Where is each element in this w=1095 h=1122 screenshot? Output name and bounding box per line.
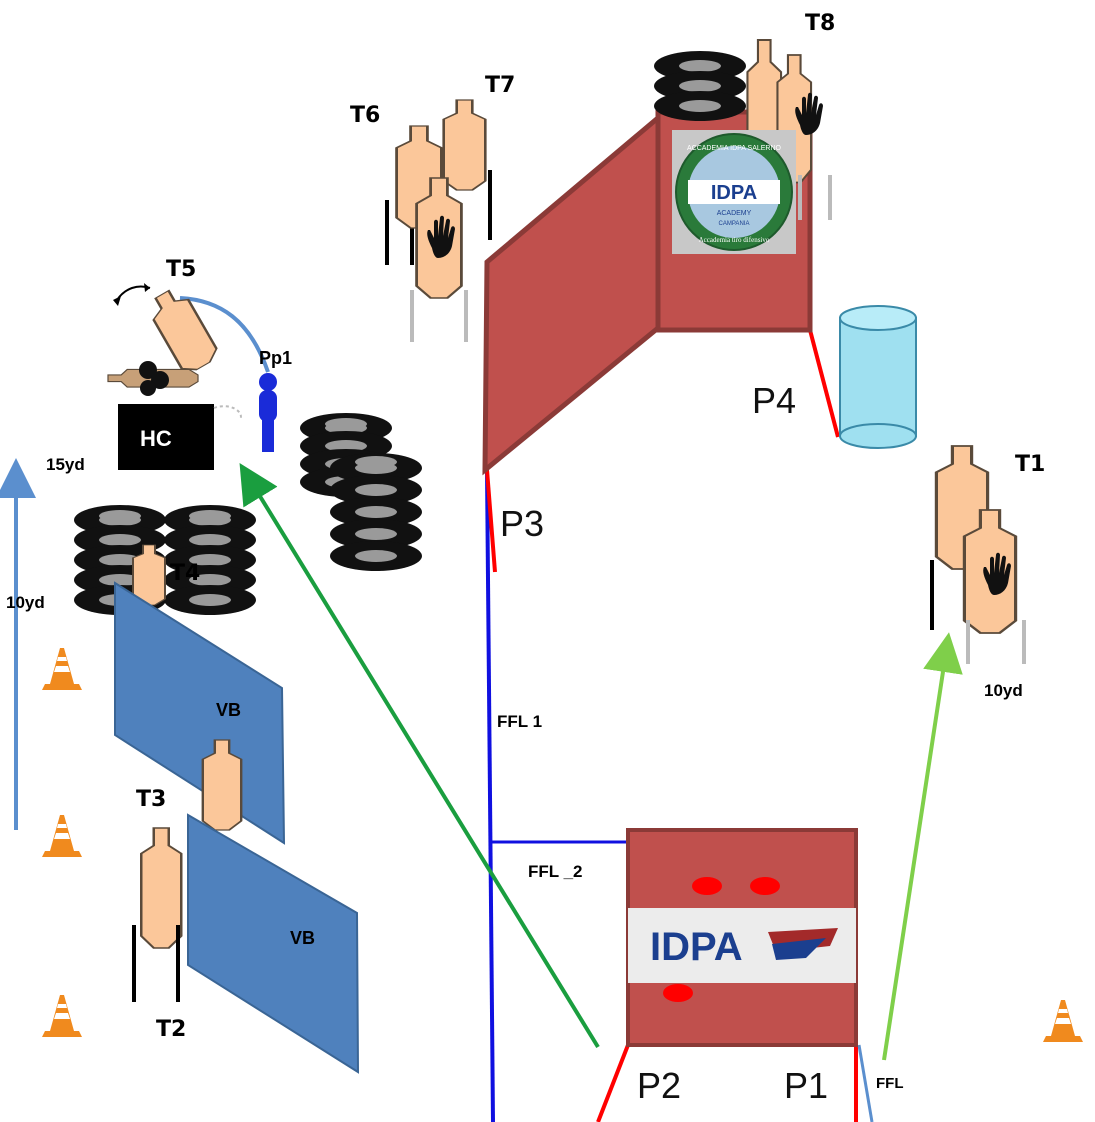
badge-academy-text: ACADEMY bbox=[717, 210, 752, 217]
vision-barrier-lower: VB bbox=[187, 813, 360, 1074]
label-t2: T2 bbox=[156, 1017, 186, 1042]
start-box: IDPA bbox=[626, 828, 858, 1047]
target-t3: T3 bbox=[136, 738, 243, 832]
label-t3: T3 bbox=[136, 787, 166, 812]
fault-lines-red bbox=[485, 329, 858, 1122]
label-hc: HC bbox=[140, 426, 172, 451]
label-vb-upper: VB bbox=[216, 700, 241, 720]
badge-ring-text: ACCADEMIA IDPA SALERNO bbox=[687, 145, 782, 152]
label-p4: P4 bbox=[752, 380, 796, 421]
label-t5: T5 bbox=[166, 257, 196, 282]
label-t1: T1 bbox=[1015, 452, 1045, 477]
tire-stack-left bbox=[74, 505, 256, 615]
cone-3 bbox=[42, 995, 82, 1037]
arrow-to-t1 bbox=[882, 632, 963, 1061]
svg-text:IDPA: IDPA bbox=[650, 925, 743, 969]
target-t1-group: T1 10yd bbox=[930, 444, 1045, 700]
badge-center-text: IDPA bbox=[711, 182, 757, 204]
target-t4: T4 bbox=[132, 544, 200, 606]
badge-region-text: CAMPANIA bbox=[719, 221, 750, 227]
idpa-logo: IDPA bbox=[650, 925, 838, 969]
label-p2: P2 bbox=[637, 1065, 681, 1106]
ffl-right-line bbox=[857, 1044, 874, 1122]
non-threat-pp1: Pp1 bbox=[259, 348, 292, 452]
cone-1 bbox=[42, 648, 82, 690]
target-t8-group: T8 bbox=[654, 11, 835, 220]
label-p3: P3 bbox=[500, 503, 544, 544]
badge-motto-text: Accademia tiro difensivo bbox=[699, 236, 770, 244]
cone-4 bbox=[1043, 1000, 1083, 1042]
label-15yd: 15yd bbox=[46, 455, 85, 474]
label-pp1: Pp1 bbox=[259, 348, 292, 368]
cone-2 bbox=[42, 815, 82, 857]
label-t6: T6 bbox=[350, 103, 380, 128]
label-t7: T7 bbox=[485, 73, 515, 98]
academy-badge: IDPA ACCADEMIA IDPA SALERNO ACADEMY CAMP… bbox=[672, 130, 796, 254]
distance-arrow-left: 15yd 10yd bbox=[0, 455, 85, 830]
barrel bbox=[839, 305, 917, 449]
label-p1: P1 bbox=[784, 1065, 828, 1106]
label-10yd-left: 10yd bbox=[6, 593, 45, 612]
tire-stack-center bbox=[300, 413, 422, 571]
label-vb-lower: VB bbox=[290, 928, 315, 948]
wall-diagonal bbox=[482, 106, 668, 476]
label-ffl2: FFL _2 bbox=[528, 862, 582, 881]
hard-cover bbox=[118, 404, 214, 470]
label-t8: T8 bbox=[805, 11, 835, 36]
label-ffl: FFL bbox=[876, 1075, 904, 1092]
target-t5-group: HC T5 bbox=[107, 257, 270, 470]
arrow-to-hc bbox=[239, 462, 600, 1049]
ffl-1-line bbox=[485, 469, 495, 1122]
label-ffl1: FFL 1 bbox=[497, 712, 542, 731]
target-t6-t7-group: T6 T7 bbox=[350, 73, 515, 342]
label-10yd-right: 10yd bbox=[984, 681, 1023, 700]
target-t2: T2 bbox=[132, 826, 186, 1042]
label-t4: T4 bbox=[170, 561, 200, 586]
